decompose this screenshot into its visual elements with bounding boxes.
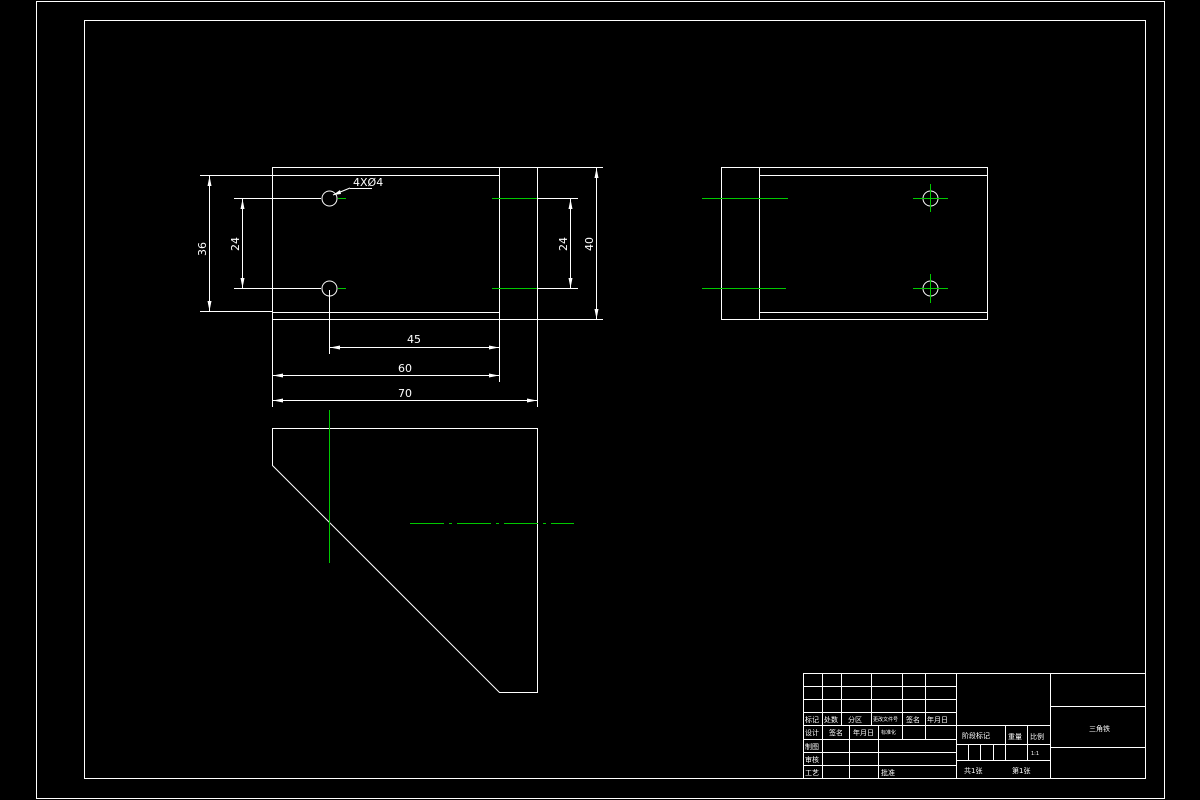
tb-scale-value: 1:1	[1031, 751, 1039, 757]
dim-arrow	[273, 373, 283, 378]
dim-text-60: 60	[398, 362, 412, 375]
hole-callout-text: 4XØ4	[353, 176, 383, 189]
tb-process-label: 工艺	[805, 769, 819, 777]
tb-design-date: 年月日	[853, 728, 874, 737]
dim-arrow	[594, 168, 599, 178]
dim-text-24-left: 24	[229, 237, 242, 251]
tb-stage-mark-label: 阶段标记	[962, 731, 990, 740]
dim-text-70: 70	[398, 387, 412, 400]
tb-drawing-label: 制图	[805, 742, 819, 751]
triangle-profile-outline	[272, 428, 538, 693]
tb-standardized-label: 标准化	[881, 729, 896, 736]
dim-arrow	[240, 278, 245, 288]
dim-arrow	[489, 345, 499, 350]
tb-header-signature: 签名	[906, 715, 920, 724]
tb-header-zone: 分区	[848, 715, 862, 724]
inner-drawing-frame	[84, 20, 1146, 779]
side-view	[702, 167, 988, 320]
tb-approve-label: 批准	[881, 768, 895, 777]
side-view-outline	[721, 167, 988, 320]
dim-arrow	[489, 373, 499, 378]
tb-design-signature: 签名	[829, 728, 843, 737]
tb-review-label: 审核	[805, 755, 819, 764]
dim-arrow	[594, 309, 599, 319]
tb-weight-label: 重量	[1008, 733, 1022, 741]
title-block: 标记 处数 分区 更改文件号 签名 年月日 设计 签名 年月日 标准化 制图 审…	[803, 673, 1146, 779]
front-view: 4XØ4 36 24 24 40	[196, 167, 603, 407]
tb-header-count: 处数	[824, 715, 838, 724]
tb-scale-label: 比例	[1030, 732, 1044, 741]
dim-text-36: 36	[196, 242, 209, 256]
front-view-outline	[272, 167, 538, 320]
tb-drawing-title: 三角铁	[1089, 724, 1110, 733]
tb-design-label: 设计	[805, 728, 819, 737]
dim-arrow	[568, 278, 573, 288]
tb-sheet-number: 第1张	[1012, 766, 1030, 775]
dim-text-24-right: 24	[557, 237, 570, 251]
mounting-hole-top	[321, 190, 338, 207]
tb-header-change-doc: 更改文件号	[873, 716, 898, 723]
dim-arrow	[568, 199, 573, 209]
tb-header-mark: 标记	[805, 715, 819, 724]
dim-arrow	[207, 176, 212, 186]
outer-sheet-border	[36, 1, 1165, 799]
tb-total-sheets: 共1张	[964, 766, 982, 775]
dim-arrow	[273, 398, 283, 403]
dim-arrow	[207, 301, 212, 311]
dim-arrow	[240, 199, 245, 209]
leader-arrowhead	[333, 190, 341, 195]
dim-arrow	[527, 398, 537, 403]
dim-arrow	[330, 345, 340, 350]
dim-text-45: 45	[407, 333, 421, 346]
tb-header-date: 年月日	[927, 715, 948, 724]
profile-view	[272, 410, 574, 693]
dim-text-40: 40	[583, 237, 596, 251]
